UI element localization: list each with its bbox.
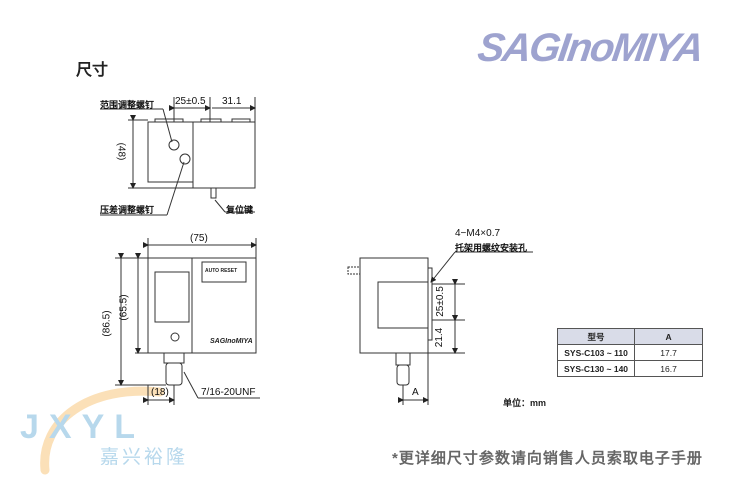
mount-spec: 4−M4×0.7 bbox=[455, 228, 501, 239]
dim-side-spacing: 25±0.5 bbox=[434, 286, 446, 317]
cell-model: SYS-C103 ~ 110 bbox=[556, 344, 636, 361]
top-view-drawing bbox=[100, 97, 256, 216]
side-view-drawing bbox=[347, 251, 533, 405]
header-a: A bbox=[634, 328, 704, 345]
table-row: SYS-C130 ~ 140 16.7 bbox=[556, 360, 704, 377]
cell-model: SYS-C130 ~ 140 bbox=[556, 360, 636, 377]
dim-front-width: (75) bbox=[190, 233, 208, 244]
spec-table: 型号 A SYS-C103 ~ 110 17.7 SYS-C130 ~ 140 … bbox=[556, 328, 704, 377]
front-view-drawing bbox=[115, 238, 260, 405]
cell-a: 17.7 bbox=[634, 344, 704, 361]
cell-a: 16.7 bbox=[634, 360, 704, 377]
dim-front-fitting: (18) bbox=[151, 387, 169, 398]
dim-front-total-height: (86.5) bbox=[101, 310, 113, 337]
dim-side-lower: 21.4 bbox=[434, 327, 446, 348]
label-diff-screw: 压差调整螺钉 bbox=[100, 205, 155, 215]
thread-label: 7/16-20UNF bbox=[201, 387, 256, 398]
unit-label: 单位：mm bbox=[503, 398, 547, 408]
dim-top-spacing: 25±0.5 bbox=[175, 96, 206, 107]
label-reset-button: 复位键 bbox=[226, 205, 254, 215]
label-range-screw: 范围调整螺钉 bbox=[100, 100, 155, 110]
header-model: 型号 bbox=[556, 328, 636, 345]
table-header-row: 型号 A bbox=[556, 328, 704, 345]
table-row: SYS-C103 ~ 110 17.7 bbox=[556, 344, 704, 361]
auto-reset-label: AUTO RESET bbox=[205, 268, 238, 274]
dim-side-a: A bbox=[412, 387, 419, 398]
footer-note: *更详细尺寸参数请向销售人员索取电子手册 bbox=[392, 450, 703, 467]
watermark-letters: JXYL bbox=[20, 408, 146, 446]
watermark-chinese: 嘉兴裕隆 bbox=[100, 447, 189, 468]
mount-label: 托架用螺纹安装孔 bbox=[455, 243, 528, 253]
page-title: 尺寸 bbox=[76, 62, 109, 79]
body-logo: SAGInoMIYA bbox=[210, 338, 253, 345]
dim-top-right: 31.1 bbox=[222, 96, 242, 107]
dim-top-height: (48) bbox=[115, 142, 127, 161]
dim-front-body-height: (65.5) bbox=[118, 294, 130, 321]
